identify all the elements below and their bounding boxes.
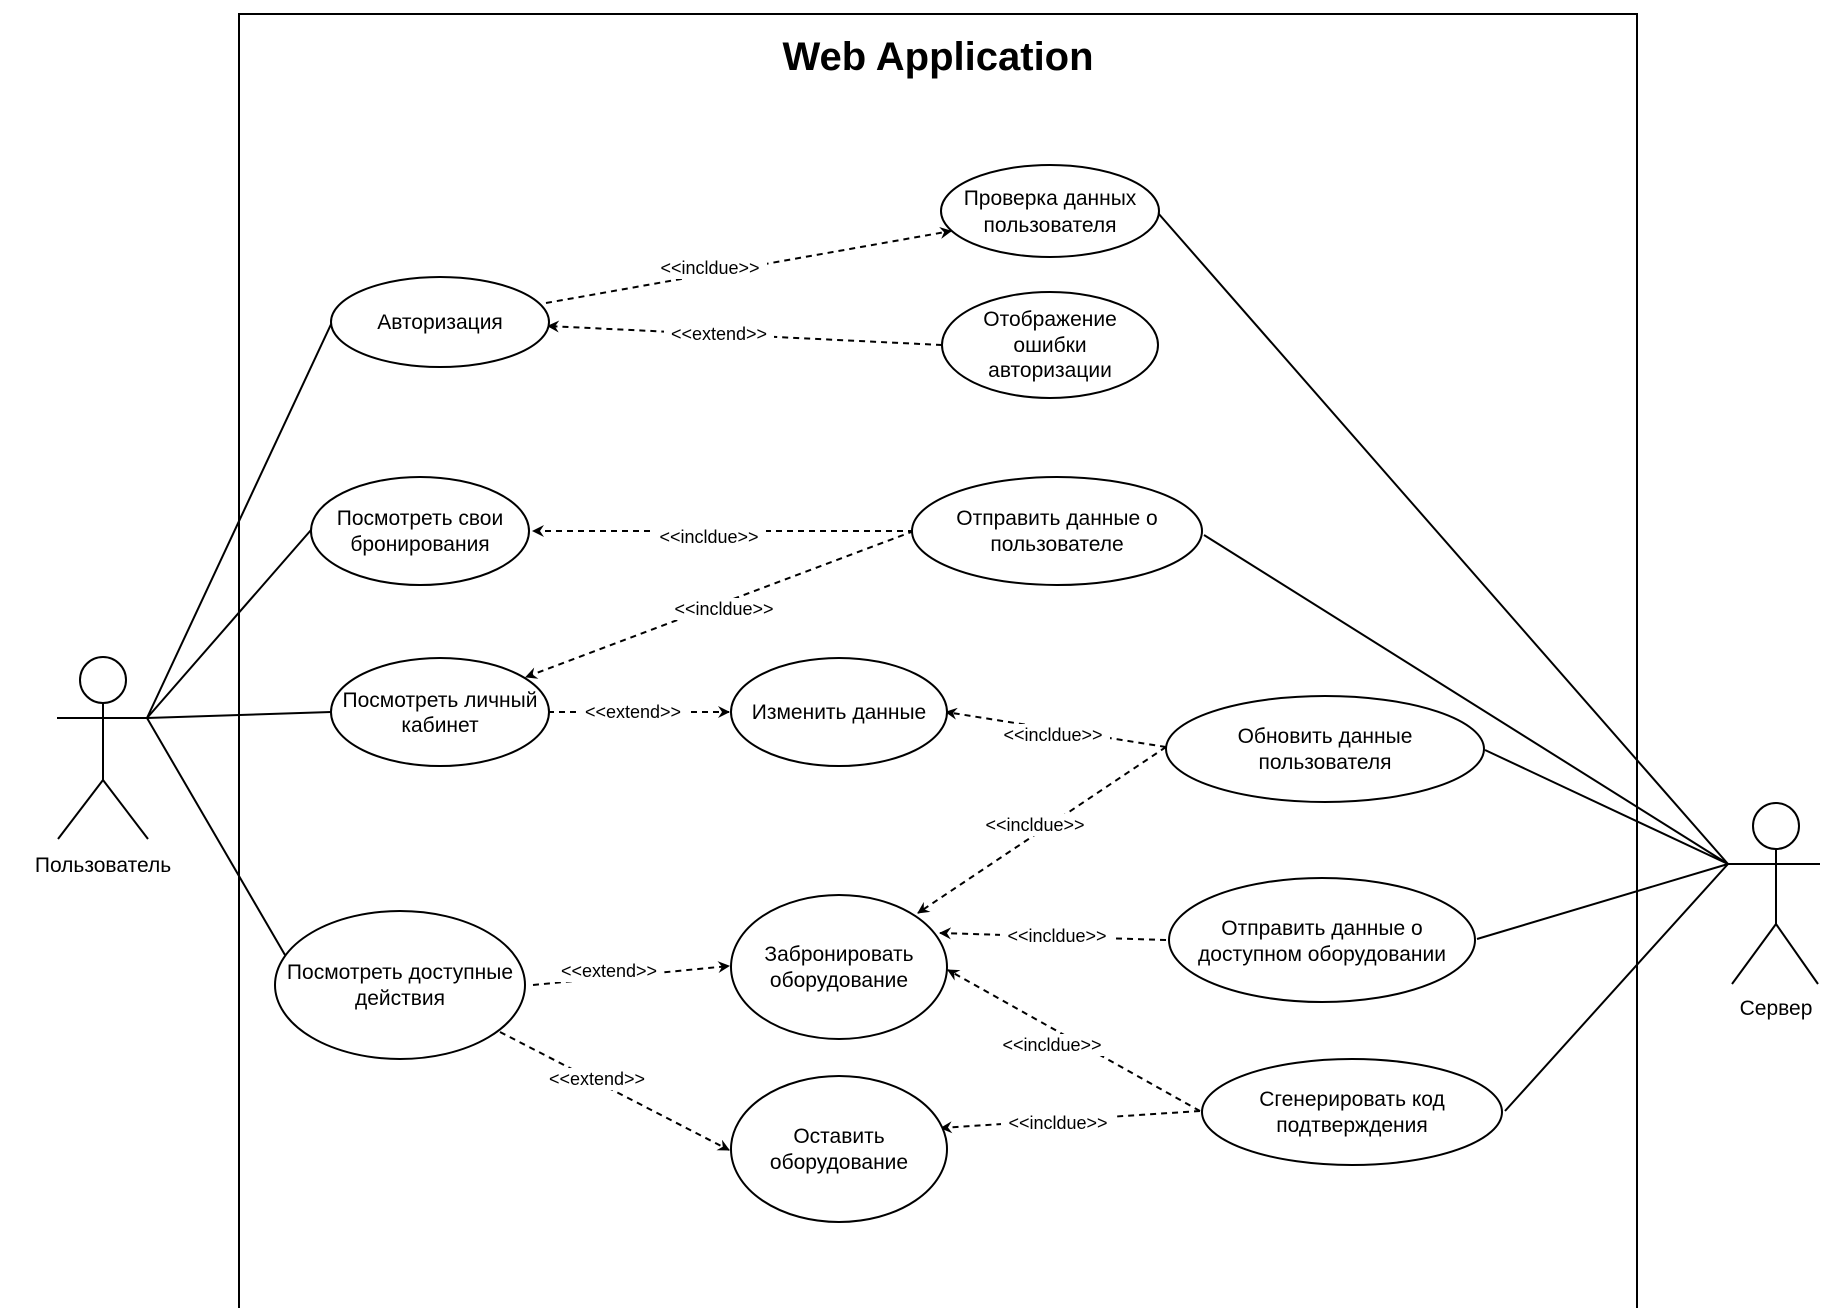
- svg-text:Проверка данных: Проверка данных: [964, 187, 1137, 210]
- use-case-verify-user[interactable]: Проверка данных пользователя: [940, 164, 1160, 258]
- actor-user[interactable]: Пользователь: [35, 656, 171, 877]
- dep-label-senduser-bookings: <<incldue>>: [652, 526, 766, 548]
- svg-text:действия: действия: [355, 987, 445, 1010]
- svg-text:Авторизация: Авторизация: [377, 311, 503, 334]
- dep-label-gencode-leave: <<incldue>>: [1001, 1112, 1115, 1134]
- use-case-edit-data[interactable]: Изменить данные: [730, 657, 948, 767]
- use-case-auth-error[interactable]: Отображение ошибки авторизации: [941, 291, 1159, 399]
- dep-updateuser-book: [917, 746, 1167, 914]
- use-case-book-equipment[interactable]: Забронировать оборудование: [730, 894, 948, 1040]
- svg-text:доступном оборудовании: доступном оборудовании: [1198, 943, 1446, 966]
- svg-text:кабинет: кабинет: [401, 714, 479, 737]
- svg-text:<<incldue>>: <<incldue>>: [985, 815, 1084, 835]
- svg-text:Оставить: Оставить: [793, 1125, 884, 1148]
- svg-text:<<incldue>>: <<incldue>>: [660, 258, 759, 278]
- dep-senduser-cabinet: [525, 530, 915, 679]
- dep-label-senduser-cabinet: <<incldue>>: [667, 598, 781, 620]
- actor-user-label: Пользователь: [35, 854, 171, 877]
- use-case-send-user-data[interactable]: Отправить данные о пользователе: [911, 476, 1203, 586]
- svg-text:Изменить данные: Изменить данные: [752, 701, 926, 724]
- use-case-send-equipment-data[interactable]: Отправить данные о доступном оборудовани…: [1168, 877, 1476, 1003]
- dep-label-cabinet-edit: <<extend>>: [578, 701, 688, 723]
- dependency-labels: <<incldue>> <<extend>> <<incldue>> <<inc…: [542, 257, 1115, 1134]
- use-case-leave-equipment[interactable]: Оставить оборудование: [730, 1075, 948, 1223]
- svg-text:<<extend>>: <<extend>>: [671, 324, 767, 344]
- svg-text:ошибки: ошибки: [1013, 334, 1086, 357]
- dep-label-updateuser-edit: <<incldue>>: [996, 724, 1110, 746]
- use-case-view-cabinet[interactable]: Посмотреть личный кабинет: [330, 657, 550, 767]
- associations: [146, 212, 1729, 1112]
- assoc-user-actions: [146, 717, 286, 956]
- use-cases: Авторизация Проверка данных пользователя…: [274, 164, 1503, 1223]
- svg-text:подтверждения: подтверждения: [1276, 1114, 1427, 1137]
- svg-text:<<incldue>>: <<incldue>>: [1007, 926, 1106, 946]
- actor-server-label: Сервер: [1740, 997, 1813, 1020]
- assoc-user-cabinet: [146, 711, 332, 719]
- svg-text:Отображение: Отображение: [983, 308, 1117, 331]
- svg-text:<<incldue>>: <<incldue>>: [1003, 725, 1102, 745]
- assoc-server-gen-code: [1504, 863, 1729, 1112]
- system-title: Web Application: [782, 35, 1093, 79]
- svg-text:Посмотреть личный: Посмотреть личный: [343, 689, 538, 712]
- assoc-user-bookings: [146, 529, 312, 719]
- svg-text:пользователе: пользователе: [990, 533, 1123, 556]
- svg-text:Посмотреть свои: Посмотреть свои: [337, 507, 503, 530]
- actor-server[interactable]: Сервер: [1728, 802, 1820, 1020]
- svg-text:пользователя: пользователя: [1259, 751, 1392, 774]
- dep-label-gencode-book: <<incldue>>: [995, 1034, 1109, 1056]
- svg-text:<<incldue>>: <<incldue>>: [1002, 1035, 1101, 1055]
- svg-text:Отправить данные о: Отправить данные о: [1221, 917, 1422, 940]
- svg-text:<<extend>>: <<extend>>: [561, 961, 657, 981]
- use-case-update-user-data[interactable]: Обновить данные пользователя: [1165, 695, 1485, 803]
- svg-text:пользователя: пользователя: [984, 214, 1117, 237]
- svg-text:<<extend>>: <<extend>>: [585, 702, 681, 722]
- svg-text:<<incldue>>: <<incldue>>: [1008, 1113, 1107, 1133]
- svg-text:оборудование: оборудование: [770, 969, 908, 992]
- svg-text:Отправить данные о: Отправить данные о: [956, 507, 1157, 530]
- use-case-view-bookings[interactable]: Посмотреть свои бронирования: [310, 476, 530, 586]
- svg-text:оборудование: оборудование: [770, 1151, 908, 1174]
- svg-text:Обновить данные: Обновить данные: [1238, 725, 1413, 748]
- dep-label-autherror-auth: <<extend>>: [664, 323, 774, 345]
- svg-text:Сгенерировать код: Сгенерировать код: [1259, 1088, 1445, 1111]
- dep-label-sendequip-book: <<incldue>>: [1000, 925, 1114, 947]
- svg-text:Забронировать: Забронировать: [764, 943, 913, 966]
- assoc-server-update-user: [1484, 749, 1729, 865]
- system-boundary: Web Application: [238, 13, 1638, 1308]
- dep-auth-verify: [545, 227, 952, 304]
- assoc-server-send-equip: [1476, 863, 1729, 940]
- assoc-server-verify: [1157, 212, 1729, 865]
- svg-text:<<incldue>>: <<incldue>>: [659, 527, 758, 547]
- dep-actions-leave: [499, 1031, 730, 1151]
- svg-text:<<incldue>>: <<incldue>>: [674, 599, 773, 619]
- svg-text:бронирования: бронирования: [350, 533, 489, 556]
- dep-label-actions-book: <<extend>>: [554, 960, 664, 982]
- assoc-user-auth: [146, 319, 334, 719]
- assoc-server-send-user: [1203, 534, 1729, 865]
- dep-label-auth-verify: <<incldue>>: [653, 257, 767, 279]
- use-case-generate-code[interactable]: Сгенерировать код подтверждения: [1201, 1058, 1503, 1166]
- use-case-view-actions[interactable]: Посмотреть доступные действия: [274, 910, 526, 1060]
- svg-text:<<extend>>: <<extend>>: [549, 1069, 645, 1089]
- svg-text:авторизации: авторизации: [988, 359, 1112, 382]
- svg-text:Посмотреть доступные: Посмотреть доступные: [287, 961, 513, 984]
- dep-label-actions-leave: <<extend>>: [542, 1068, 652, 1090]
- dep-label-updateuser-book: <<incldue>>: [978, 814, 1092, 836]
- use-case-auth[interactable]: Авторизация: [330, 276, 550, 368]
